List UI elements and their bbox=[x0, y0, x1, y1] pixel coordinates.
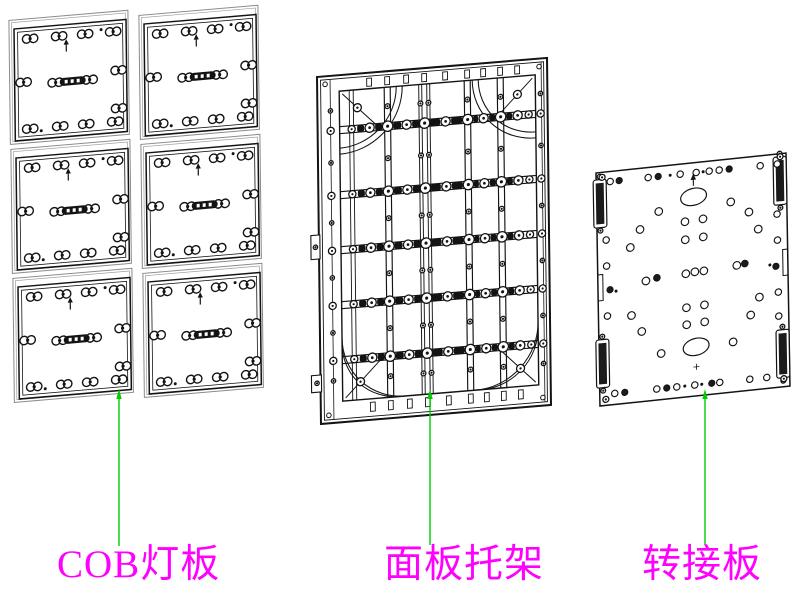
leader-arrow-panel-bracket bbox=[427, 389, 433, 399]
cob-panel-2 bbox=[139, 5, 259, 139]
cob-panel-5 bbox=[13, 268, 133, 402]
cob-panel-3 bbox=[11, 139, 131, 273]
cob-panel-4 bbox=[141, 134, 261, 268]
leader-arrow-adapter-plate bbox=[702, 389, 708, 399]
leader-arrow-cob-panel bbox=[116, 389, 122, 399]
label-adapter-plate: 转接板 bbox=[642, 543, 763, 586]
label-cob-panel: COB灯板 bbox=[57, 543, 221, 586]
panel-bracket bbox=[310, 56, 553, 426]
cob-panel-1 bbox=[9, 10, 129, 144]
cob-panel-array bbox=[9, 5, 263, 402]
cob-panel-6 bbox=[143, 263, 263, 397]
label-panel-bracket: 面板托架 bbox=[384, 543, 545, 586]
leader-lines bbox=[116, 389, 708, 546]
adapter-plate bbox=[592, 150, 791, 407]
